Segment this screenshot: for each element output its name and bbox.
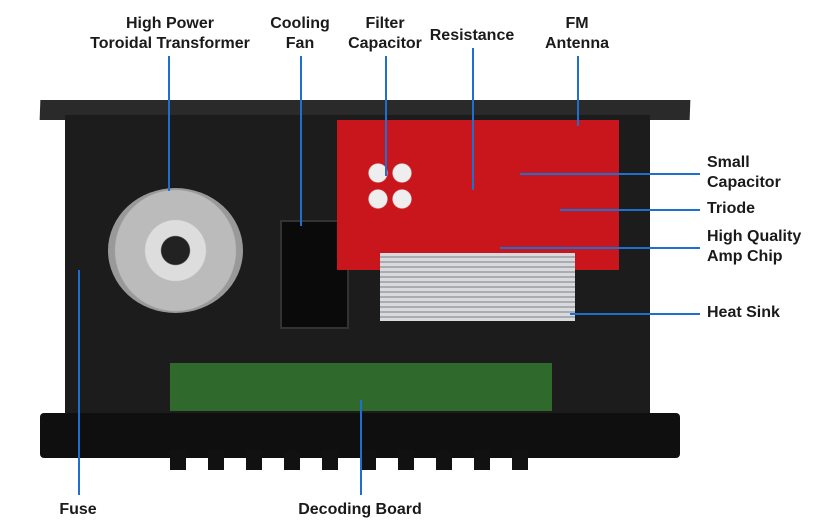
amplifier-photo <box>39 95 691 515</box>
label-antenna: FM Antenna <box>537 14 617 54</box>
label-decoding-board: Decoding Board <box>298 501 422 518</box>
label-line: High Quality <box>707 228 802 245</box>
heat-sink-leader-line <box>570 313 700 315</box>
antenna-leader-line <box>577 56 579 126</box>
label-amp-chip: High Quality Amp Chip <box>707 227 801 267</box>
capacitor-leader-line <box>385 56 387 176</box>
fan-leader-line <box>300 56 302 226</box>
label-line: Antenna <box>545 35 609 52</box>
label-line: Capacitor <box>707 174 781 191</box>
label-line: Amp Chip <box>707 248 783 265</box>
amp-chip-leader-line <box>500 247 700 249</box>
decoding-board-leader-line <box>360 400 362 495</box>
transformer-leader-line <box>168 56 170 191</box>
toroidal-transformer <box>108 188 243 313</box>
label-line: Cooling <box>270 15 330 32</box>
filter-capacitors <box>368 163 413 213</box>
label-line: Toroidal Transformer <box>90 35 250 52</box>
triode-leader-line <box>560 209 700 211</box>
label-resistance: Resistance <box>429 27 515 44</box>
label-line: Capacitor <box>348 35 422 52</box>
label-transformer: High Power Toroidal Transformer <box>70 14 270 54</box>
resistance-leader-line <box>472 48 474 190</box>
small-capacitor-leader-line <box>520 173 700 175</box>
label-capacitor: Filter Capacitor <box>340 14 430 54</box>
label-line: Small <box>707 154 750 171</box>
label-line: Filter <box>365 15 405 32</box>
label-heat-sink: Heat Sink <box>707 304 780 321</box>
fuse-leader-line <box>78 270 80 495</box>
label-triode: Triode <box>707 200 756 217</box>
label-line: High Power <box>125 15 214 32</box>
label-fuse: Fuse <box>59 501 97 518</box>
label-line: FM <box>565 15 589 32</box>
heat-sink <box>380 253 575 321</box>
label-line: Fan <box>285 35 315 52</box>
label-fan: Cooling Fan <box>255 14 345 54</box>
label-small-capacitor: Small Capacitor <box>707 153 781 193</box>
